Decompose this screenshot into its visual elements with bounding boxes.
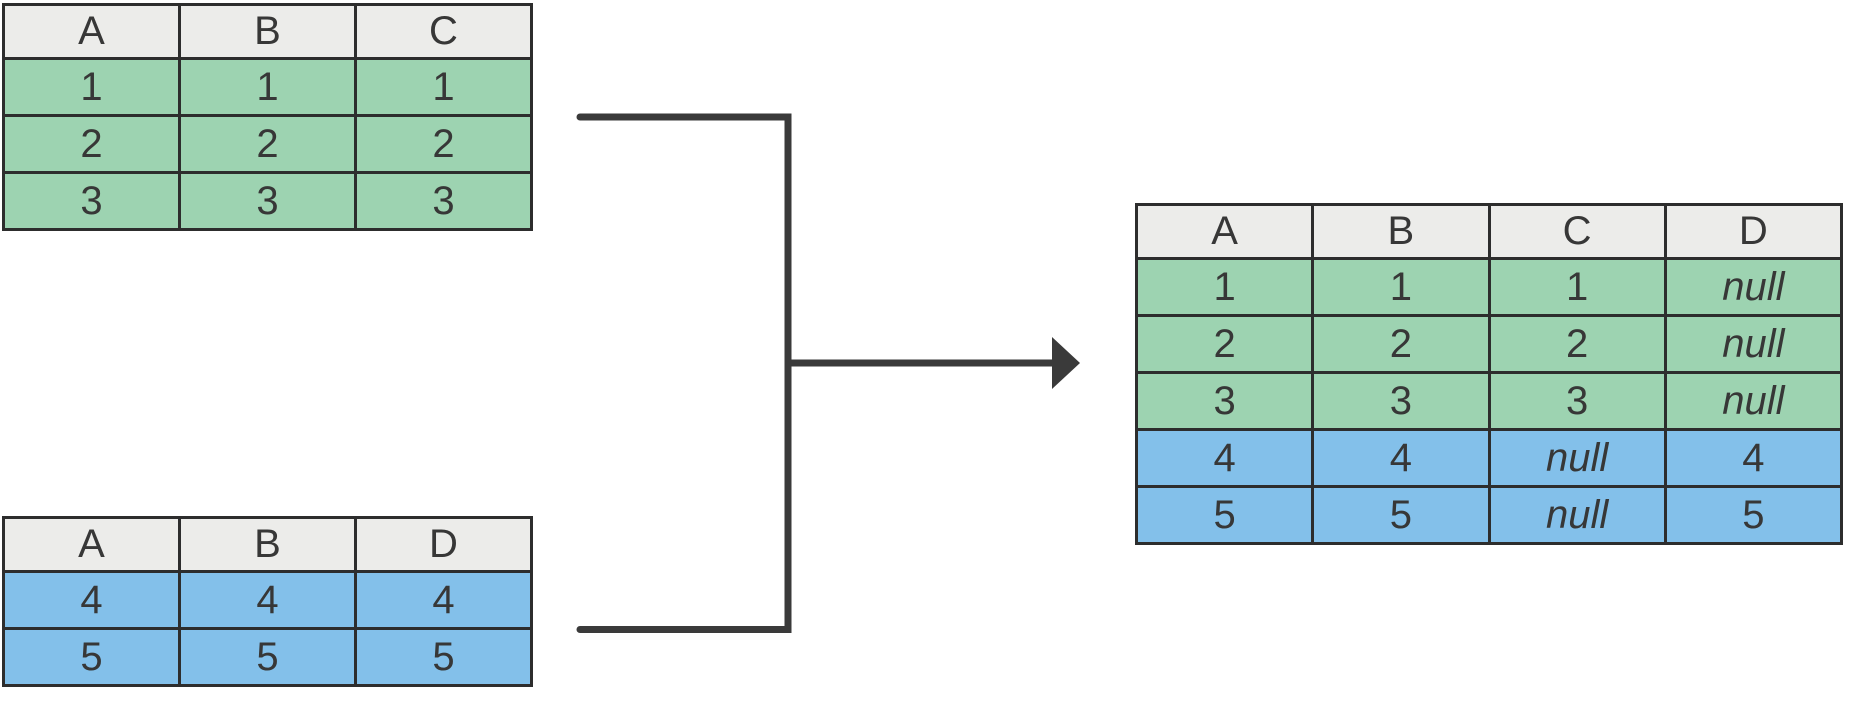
value-cell: 4 — [2, 570, 181, 630]
value-cell: 1 — [354, 57, 533, 117]
value-cell: 5 — [354, 627, 533, 687]
value-cell: 4 — [354, 570, 533, 630]
column-header: C — [1487, 203, 1667, 260]
value-cell: 5 — [2, 627, 181, 687]
arrow-right-icon — [1052, 337, 1080, 389]
null-cell: null — [1487, 428, 1667, 488]
value-cell: 5 — [1663, 485, 1844, 545]
value-cell: 1 — [1487, 257, 1667, 317]
value-cell: 2 — [178, 114, 357, 174]
column-header: A — [1134, 203, 1315, 260]
value-cell: 3 — [354, 171, 533, 231]
value-cell: 3 — [178, 171, 357, 231]
column-header: D — [1663, 203, 1844, 260]
value-cell: 5 — [1134, 485, 1315, 545]
value-cell: 2 — [1487, 314, 1667, 374]
value-cell: 5 — [178, 627, 357, 687]
bracket-lines — [576, 113, 792, 633]
value-cell: 3 — [1487, 371, 1667, 431]
value-cell: 2 — [1134, 314, 1315, 374]
column-header: A — [2, 3, 181, 60]
value-cell: 3 — [2, 171, 181, 231]
value-cell: 4 — [1311, 428, 1491, 488]
column-header: B — [178, 3, 357, 60]
value-cell: 5 — [1311, 485, 1491, 545]
value-cell: 2 — [1311, 314, 1491, 374]
value-cell: 4 — [1134, 428, 1315, 488]
value-cell: 2 — [2, 114, 181, 174]
value-cell: 4 — [1663, 428, 1844, 488]
value-cell: 1 — [1311, 257, 1491, 317]
null-cell: null — [1487, 485, 1667, 545]
value-cell: 1 — [1134, 257, 1315, 317]
column-header: C — [354, 3, 533, 60]
value-cell: 2 — [354, 114, 533, 174]
column-header: D — [354, 516, 533, 573]
value-cell: 3 — [1311, 371, 1491, 431]
value-cell: 1 — [2, 57, 181, 117]
value-cell: 1 — [178, 57, 357, 117]
column-header: B — [1311, 203, 1491, 260]
column-header: B — [178, 516, 357, 573]
column-header: A — [2, 516, 181, 573]
value-cell: 3 — [1134, 371, 1315, 431]
value-cell: 4 — [178, 570, 357, 630]
null-cell: null — [1663, 314, 1844, 374]
null-cell: null — [1663, 371, 1844, 431]
null-cell: null — [1663, 257, 1844, 317]
